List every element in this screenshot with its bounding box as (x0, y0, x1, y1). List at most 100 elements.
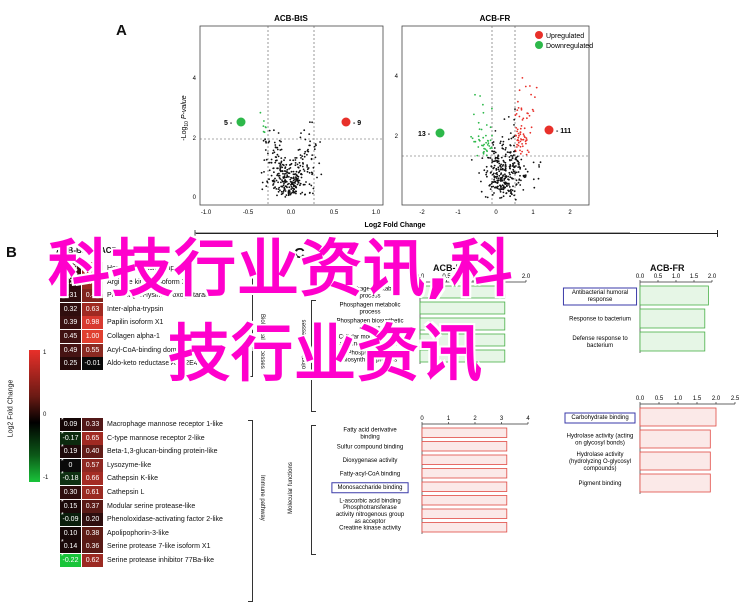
volcano-point (494, 156, 497, 159)
volcano-point (493, 176, 496, 179)
volcano-point (520, 107, 523, 110)
volcano-point (289, 167, 292, 169)
heatmap-cell: 0.45 (60, 330, 81, 343)
volcano-point (519, 174, 521, 177)
volcano-point (273, 129, 275, 132)
volcano-point (277, 190, 280, 193)
volcano-point (510, 137, 513, 140)
volcano-point (284, 167, 286, 170)
volcano-point (514, 198, 517, 201)
volcano-point (301, 191, 304, 194)
volcano-point (288, 189, 290, 192)
volcano-point (299, 192, 302, 195)
volcano-point (515, 113, 518, 115)
volcano-point (532, 161, 535, 164)
heatmap-cell: 0.40 (82, 445, 103, 459)
volcano-point (480, 180, 482, 183)
volcano-point (261, 181, 264, 184)
volcano-point (274, 144, 277, 146)
volcano-point (500, 186, 502, 189)
volcano-point (280, 161, 283, 164)
volcano-point (500, 168, 502, 171)
volcano-point (276, 174, 278, 177)
volcano-point (505, 192, 508, 194)
volcano-point (296, 183, 299, 186)
volcano-point (489, 147, 492, 150)
volcano-point (497, 160, 500, 163)
heatmap-cell: 0.15 (60, 499, 81, 513)
volcano-point (532, 110, 535, 112)
enrichment-bar (421, 468, 508, 479)
heatmap-cell: 0.55 (82, 343, 103, 357)
enrichment-label: Phosphagen metabolic (339, 303, 400, 309)
volcano-point (280, 193, 283, 196)
volcano-point (290, 177, 293, 179)
heatmap-cell: -0.17 (60, 431, 81, 445)
volcano-point (272, 149, 275, 152)
volcano-point (510, 154, 512, 157)
heatmap-row-label: Procollagen-lysine 2-oxoglutarate (107, 292, 211, 300)
volcano-point (493, 164, 496, 167)
volcano-point (511, 193, 513, 196)
volcano-point (284, 196, 287, 198)
volcano-point (273, 141, 276, 144)
volcano-point (522, 189, 525, 191)
volcano-point (485, 171, 488, 174)
volcano-point (275, 146, 277, 149)
volcano-point (267, 141, 270, 144)
volcano-point (496, 171, 498, 174)
volcano-point (505, 165, 507, 168)
volcano-point (310, 184, 313, 187)
enrichment-bar (419, 333, 506, 347)
volcano-point (515, 134, 517, 137)
volcano-point (504, 153, 507, 156)
volcano-point (516, 139, 519, 141)
volcano-point (484, 196, 487, 198)
heatmap-cell: 0.31 (60, 289, 81, 303)
volcano-left-xtick: -0.5 (243, 210, 254, 216)
volcano-point (526, 149, 529, 152)
volcano-point (282, 191, 285, 193)
volcano-point (273, 151, 276, 154)
enrichment-tick: 4 (526, 416, 530, 422)
volcano-point (513, 190, 516, 193)
volcano-point (489, 157, 492, 159)
volcano-point (503, 177, 506, 180)
heatmap-group2-bracket (248, 420, 253, 602)
volcano-point (504, 167, 507, 169)
volcano-point (522, 117, 525, 120)
volcano-point (504, 182, 507, 185)
volcano-point (312, 192, 314, 195)
volcano-point (507, 175, 509, 178)
volcano-point (287, 194, 290, 197)
volcano-point (495, 167, 498, 170)
volcano-point (500, 166, 502, 169)
volcano-point (490, 182, 493, 185)
volcano-left-xtick: 1.0 (372, 210, 381, 216)
heatmap-cell: 0.36 (82, 540, 103, 554)
volcano-point (292, 176, 295, 179)
volcano-point (306, 153, 308, 156)
heatmap-cell: 0.32 (60, 302, 81, 316)
volcano-point (499, 140, 502, 143)
significance-star: * (61, 471, 64, 479)
volcano-left-callout-up: - 9 (353, 120, 361, 127)
volcano-point (277, 188, 280, 191)
volcano-point (535, 86, 538, 89)
volcano-left-points (259, 111, 323, 198)
enrichment-highlight-box (562, 287, 638, 306)
volcano-point (514, 172, 516, 175)
heatmap-row-label: Hormone-sensitive lipase (107, 265, 186, 272)
volcano-right-xtick: 0 (494, 210, 498, 216)
volcano-point (517, 136, 520, 139)
enrichment-bar (421, 522, 508, 533)
enrichment-label: Sulfur compound binding (337, 444, 403, 450)
heatmap-legend-tick: 0 (43, 412, 47, 418)
volcano-point (291, 187, 294, 189)
volcano-point (520, 179, 522, 182)
volcano-point (311, 121, 313, 124)
enrichment-bar (421, 508, 508, 519)
volcano-point (511, 189, 514, 192)
volcano-point (277, 167, 279, 170)
